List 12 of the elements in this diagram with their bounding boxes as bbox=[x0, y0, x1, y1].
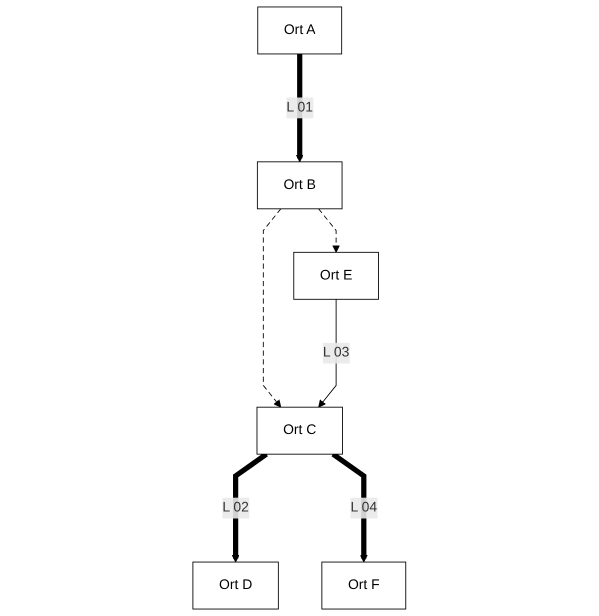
edge-label: L 04 bbox=[350, 500, 378, 516]
edge-label: L 02 bbox=[222, 500, 250, 516]
node-box: Ort F bbox=[322, 562, 406, 610]
node-box: Ort A bbox=[258, 6, 342, 54]
node-box: Ort E bbox=[294, 252, 380, 300]
arrow bbox=[263, 208, 282, 408]
node-box: Ort C bbox=[256, 406, 344, 455]
node-box: Ort B bbox=[257, 161, 343, 210]
edge-label: L 03 bbox=[323, 345, 350, 360]
node-box: Ort D bbox=[192, 562, 279, 610]
edge-label: L 01 bbox=[286, 100, 314, 115]
arrow bbox=[318, 208, 340, 253]
